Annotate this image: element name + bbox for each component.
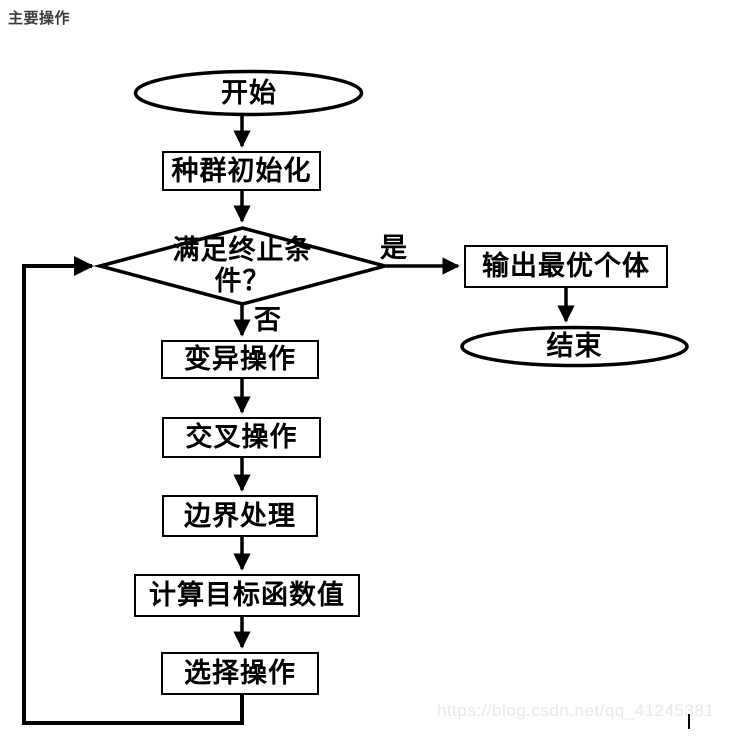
selection-process-shape <box>161 652 319 695</box>
text-cursor <box>688 714 690 729</box>
start-terminator-shape <box>133 69 364 117</box>
selection-process-label: 选择操作 <box>184 658 296 689</box>
crossover-process-label: 交叉操作 <box>185 422 298 453</box>
no-branch-label: 否 <box>254 305 281 336</box>
output-process-label: 输出最优个体 <box>482 251 650 282</box>
watermark-url: https://blog.csdn.net/qq_41245381 <box>437 701 715 720</box>
mutation-process-shape <box>161 340 319 379</box>
mutation-process-label: 变异操作 <box>184 344 296 375</box>
objective-process-shape <box>134 574 360 617</box>
output-process-shape <box>464 245 668 288</box>
boundary-process-label: 边界处理 <box>184 500 296 532</box>
page-title: 主要操作 <box>8 10 71 27</box>
objective-process-label: 计算目标函数值 <box>149 580 345 611</box>
init-process-label: 种群初始化 <box>171 155 312 187</box>
end-terminator-label: 结束 <box>546 331 603 362</box>
condition-decision-label: 满足终止条件？ <box>172 235 313 297</box>
boundary-process-shape <box>162 495 318 537</box>
yes-branch-label: 是 <box>380 233 407 264</box>
start-terminator-label: 开始 <box>221 77 277 109</box>
loop-selection-to-condition <box>22 256 244 725</box>
end-terminator-shape <box>460 325 689 368</box>
